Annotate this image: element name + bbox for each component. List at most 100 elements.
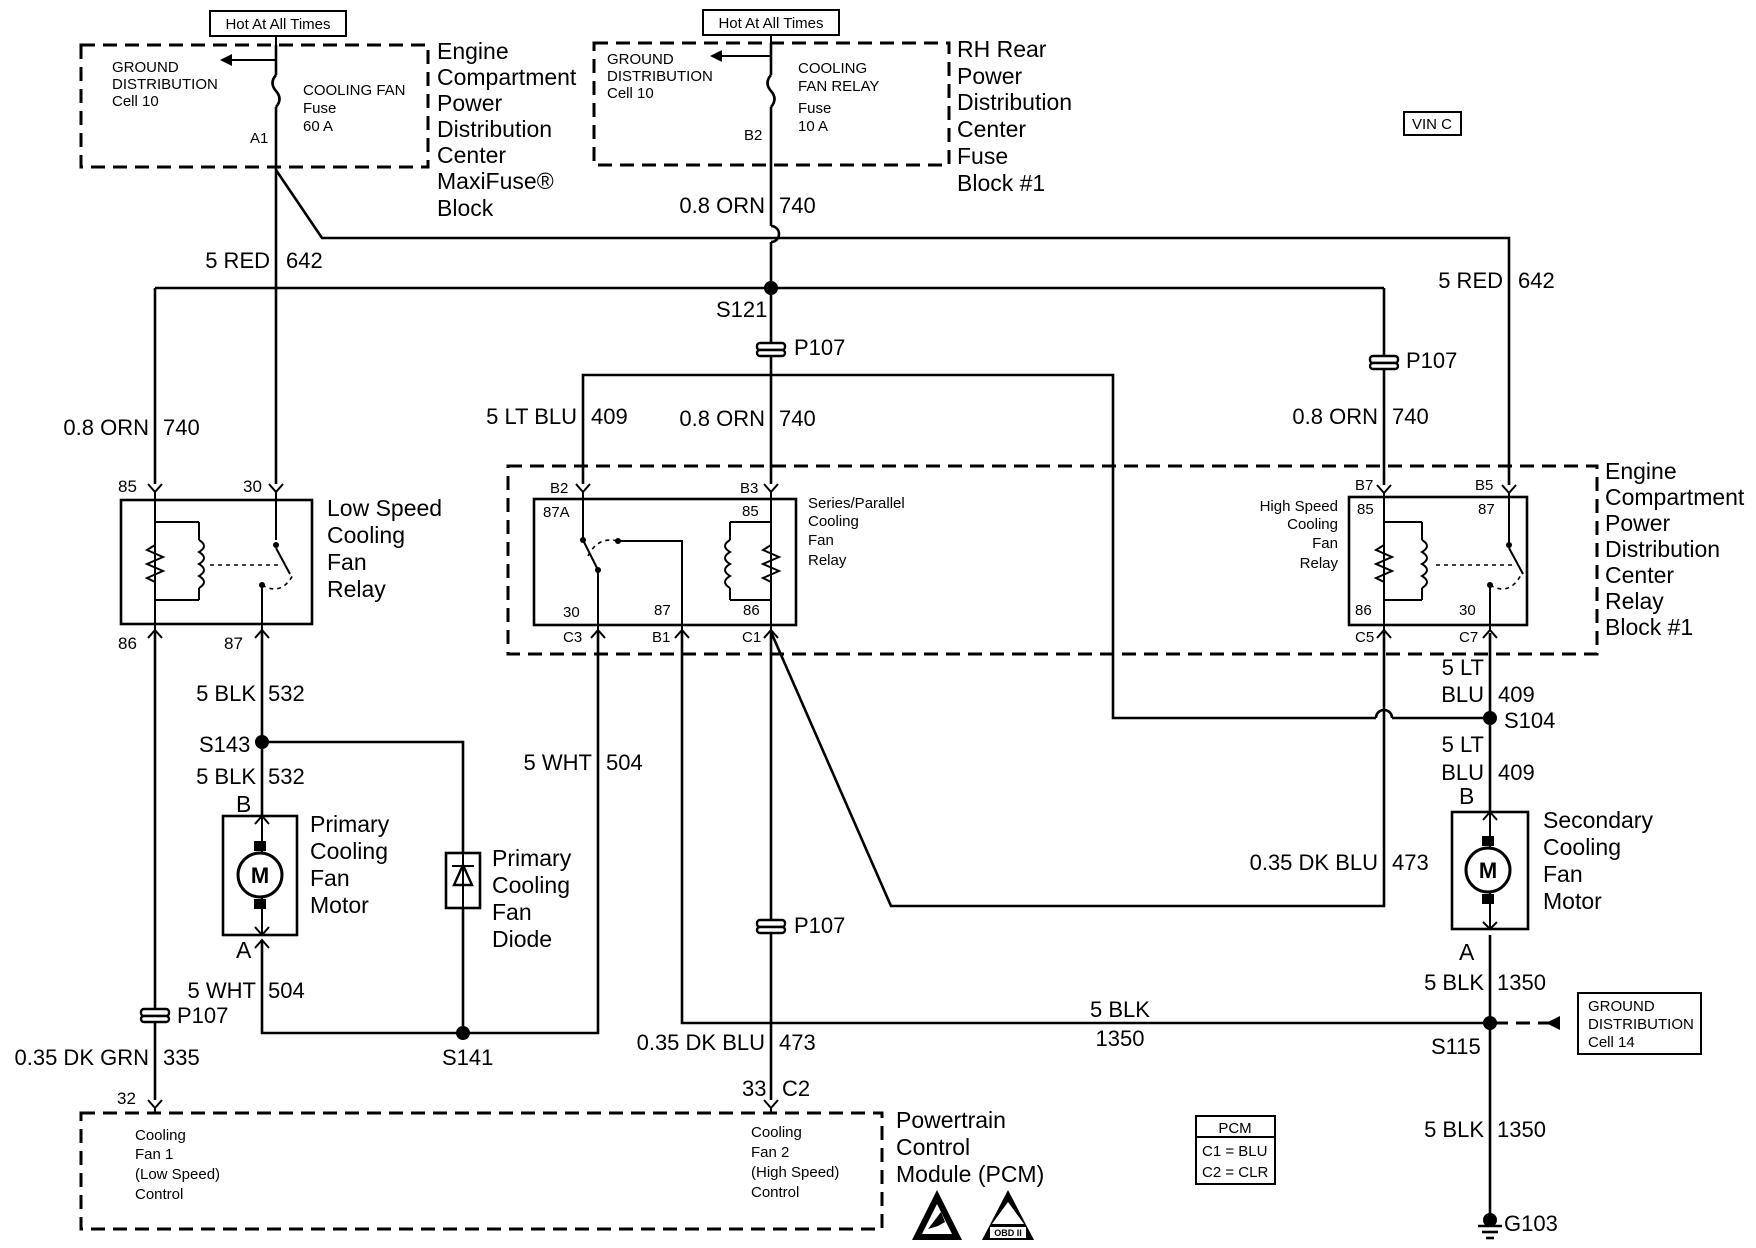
ground-distribution-cell-14: GROUND DISTRIBUTION Cell 14: [1577, 992, 1702, 1055]
svg-text:30: 30: [243, 477, 262, 496]
svg-text:0.35 DK GRN: 0.35 DK GRN: [15, 1045, 150, 1070]
secondary-cooling-fan-motor: M B A: [1450, 783, 1530, 965]
svg-text:DISTRIBUTION: DISTRIBUTION: [607, 68, 713, 85]
svg-text:5 BLK: 5 BLK: [1424, 970, 1484, 995]
svg-text:409: 409: [591, 404, 628, 429]
svg-text:C1: C1: [742, 629, 761, 646]
svg-text:Cell 14: Cell 14: [1588, 1034, 1635, 1051]
wiring: [153, 165, 1560, 1240]
svg-text:504: 504: [268, 978, 305, 1003]
svg-text:C5: C5: [1355, 629, 1374, 646]
wire-label-blk-1350-a: 5 BLK 1350: [1424, 970, 1546, 995]
svg-text:Control: Control: [135, 1186, 183, 1203]
svg-text:87: 87: [654, 602, 671, 619]
svg-text:Cooling: Cooling: [327, 522, 405, 548]
svg-text:S121: S121: [716, 297, 767, 322]
primary-diode-title: Primary Cooling Fan Diode: [492, 845, 572, 952]
svg-text:P107: P107: [1406, 348, 1457, 373]
svg-text:Primary: Primary: [310, 811, 390, 837]
svg-text:Block #1: Block #1: [957, 170, 1045, 196]
svg-text:G103: G103: [1504, 1211, 1558, 1236]
high-speed-relay-title: High Speed Cooling Fan Relay: [1260, 498, 1339, 572]
svg-text:A: A: [236, 937, 252, 963]
svg-text:GROUND: GROUND: [1588, 998, 1655, 1015]
svg-text:Powertrain: Powertrain: [896, 1107, 1006, 1133]
svg-text:409: 409: [1498, 760, 1535, 785]
svg-text:Fuse: Fuse: [798, 100, 831, 117]
svg-text:Hot At All Times: Hot At All Times: [225, 16, 330, 33]
svg-text:High Speed: High Speed: [1260, 498, 1338, 515]
pcm-connector-legend: PCM C1 = BLU C2 = CLR: [1195, 1115, 1276, 1185]
svg-text:B2: B2: [550, 480, 568, 497]
svg-text:COOLING: COOLING: [798, 60, 867, 77]
svg-text:Fan 1: Fan 1: [135, 1146, 173, 1163]
svg-text:504: 504: [606, 750, 643, 775]
svg-text:BLU: BLU: [1441, 760, 1484, 785]
hot-at-all-times-right: Hot At All Times: [702, 9, 840, 36]
svg-text:0.8 ORN: 0.8 ORN: [1292, 404, 1378, 429]
svg-text:B1: B1: [652, 629, 670, 646]
svg-text:Cooling: Cooling: [135, 1127, 186, 1144]
svg-text:PCM: PCM: [1218, 1120, 1251, 1137]
svg-text:DISTRIBUTION: DISTRIBUTION: [1588, 1016, 1694, 1033]
svg-text:M: M: [1479, 858, 1497, 883]
svg-text:B: B: [1459, 783, 1474, 809]
p107-connectors: [139, 341, 1400, 1024]
svg-text:COOLING FAN: COOLING FAN: [303, 82, 406, 99]
svg-text:1350: 1350: [1497, 970, 1546, 995]
svg-text:0.8 ORN: 0.8 ORN: [679, 406, 765, 431]
svg-text:Compartment: Compartment: [1605, 484, 1745, 510]
svg-text:33: 33: [742, 1076, 766, 1101]
svg-text:30: 30: [563, 604, 580, 621]
svg-text:Diode: Diode: [492, 926, 552, 952]
svg-text:MaxiFuse®: MaxiFuse®: [437, 168, 554, 194]
svg-text:0.8 ORN: 0.8 ORN: [63, 415, 149, 440]
svg-text:Fan: Fan: [1543, 861, 1583, 887]
svg-text:Cooling: Cooling: [751, 1124, 802, 1141]
svg-text:Fuse: Fuse: [303, 100, 336, 117]
powertrain-control-module: 32 33 C2 Cooling Fan 1 (Low Speed) Contr…: [79, 1076, 884, 1231]
svg-text:Cooling: Cooling: [310, 838, 388, 864]
svg-text:87: 87: [224, 634, 243, 653]
svg-text:B5: B5: [1475, 477, 1493, 494]
svg-text:32: 32: [117, 1089, 136, 1108]
rh-rear-fuse-block-title: RH Rear Power Distribution Center Fuse B…: [957, 36, 1072, 196]
svg-text:P107: P107: [177, 1003, 228, 1028]
secondary-motor-title: Secondary Cooling Fan Motor: [1543, 807, 1653, 914]
svg-text:5 RED: 5 RED: [205, 248, 270, 273]
svg-text:Low Speed: Low Speed: [327, 495, 442, 521]
series-parallel-relay-title: Series/Parallel Cooling Fan Relay: [808, 495, 905, 569]
svg-text:C2 = CLR: C2 = CLR: [1202, 1164, 1268, 1181]
svg-text:85: 85: [742, 503, 759, 520]
svg-text:Block #1: Block #1: [1605, 614, 1693, 640]
svg-text:Relay: Relay: [327, 576, 386, 602]
svg-text:532: 532: [268, 764, 305, 789]
svg-text:Cooling: Cooling: [808, 513, 859, 530]
svg-text:Fan: Fan: [492, 899, 532, 925]
relay-block-title: Engine Compartment Power Distribution Ce…: [1605, 458, 1745, 640]
svg-text:(High Speed): (High Speed): [751, 1164, 839, 1181]
svg-text:C7: C7: [1459, 629, 1478, 646]
svg-text:Relay: Relay: [808, 552, 847, 569]
svg-text:87: 87: [1478, 501, 1495, 518]
svg-text:Distribution: Distribution: [957, 89, 1072, 115]
svg-text:DISTRIBUTION: DISTRIBUTION: [112, 76, 218, 93]
svg-text:B7: B7: [1355, 477, 1373, 494]
svg-text:C2: C2: [782, 1076, 810, 1101]
svg-text:86: 86: [118, 634, 137, 653]
svg-text:M: M: [251, 863, 269, 888]
svg-text:S104: S104: [1504, 708, 1555, 733]
svg-text:(Low Speed): (Low Speed): [135, 1166, 220, 1183]
splice-labels: S121 S143 S141 S104 S115 G103 P107 P107 …: [177, 297, 1558, 1236]
series-parallel-cooling-fan-relay: B2 B3 C3 B1 C1 87A 85 30 87 86: [532, 480, 798, 646]
svg-text:A1: A1: [250, 130, 268, 147]
svg-text:B3: B3: [740, 480, 758, 497]
